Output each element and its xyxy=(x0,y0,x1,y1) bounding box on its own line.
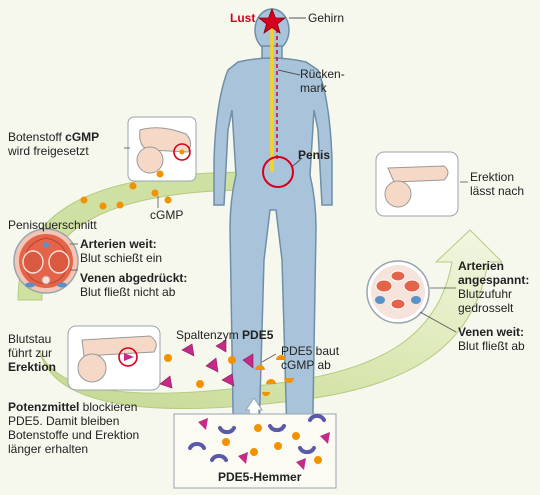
label-blutstau-3: Erektion xyxy=(8,360,57,374)
label-cgmp: cGMP xyxy=(150,208,184,222)
label-penis: Penis xyxy=(298,148,331,162)
label-blut-fliesst-ab: Blut fließt ab xyxy=(458,339,525,353)
label-lust: Lust xyxy=(230,11,256,25)
process-cycle-arrow-bottom xyxy=(39,229,504,409)
label-potenz-2: PDE5. Damit bleiben xyxy=(8,414,120,428)
penis-side-view-cgmp xyxy=(127,116,197,182)
label-potenz-3: Botenstoffe und Erektion xyxy=(8,428,140,442)
label-pde5-hemmer: PDE5-Hemmer xyxy=(218,470,302,484)
label-botenstoff-2: wird freigesetzt xyxy=(8,144,89,158)
label-spaltenzym: Spaltenzym PDE5 xyxy=(176,328,274,342)
label-rueckenmark-2: mark xyxy=(300,81,327,95)
label-potenzmittel: Potenzmittel blockieren xyxy=(8,400,138,414)
star-icon xyxy=(257,7,287,34)
label-blutzufuhr-2: gedrosselt xyxy=(458,301,514,315)
label-potenz-4: länger erhalten xyxy=(8,442,89,456)
label-erektion-laesst-1: Erektion xyxy=(470,170,515,184)
label-arterien-angespannt-1: Arterien xyxy=(458,259,505,273)
label-penisquerschnitt: Penisquerschnitt xyxy=(8,218,97,232)
label-blutstau-2: führt zur xyxy=(8,346,53,360)
penis-side-view-flaccid xyxy=(375,151,459,217)
label-arterien-angespannt-2: angespannt: xyxy=(458,273,530,287)
label-venen-weit: Venen weit: xyxy=(458,325,525,339)
label-rueckenmark-1: Rücken- xyxy=(300,67,345,81)
penis-side-view-erect xyxy=(67,325,161,391)
cgmp-split-molecules xyxy=(164,354,294,396)
label-pde5-baut-2: cGMP ab xyxy=(281,358,331,372)
label-blut-fliesst-nicht: Blut fließt nicht ab xyxy=(80,285,176,299)
pde5-inhibitor-box xyxy=(173,397,337,489)
label-blutzufuhr-1: Blutzufuhr xyxy=(458,287,513,301)
label-blutstau-1: Blutstau xyxy=(8,332,52,346)
label-blut-schiesst: Blut schießt ein xyxy=(80,251,163,265)
label-gehirn: Gehirn xyxy=(308,11,345,25)
penis-highlight-circle xyxy=(262,156,294,188)
label-pde5-baut-1: PDE5 baut xyxy=(281,344,340,358)
label-botenstoff: Botenstoff cGMP xyxy=(8,130,100,144)
cgmp-molecules xyxy=(80,170,172,210)
pde5-enzymes xyxy=(159,339,254,389)
label-venen-abgedrueckt: Venen abgedrückt: xyxy=(80,271,188,285)
label-arterien-weit: Arterien weit: xyxy=(80,237,157,251)
label-erektion-laesst-2: lässt nach xyxy=(470,184,525,198)
penis-cross-section-relaxed xyxy=(366,260,430,324)
penis-cross-section-erect xyxy=(13,228,79,294)
